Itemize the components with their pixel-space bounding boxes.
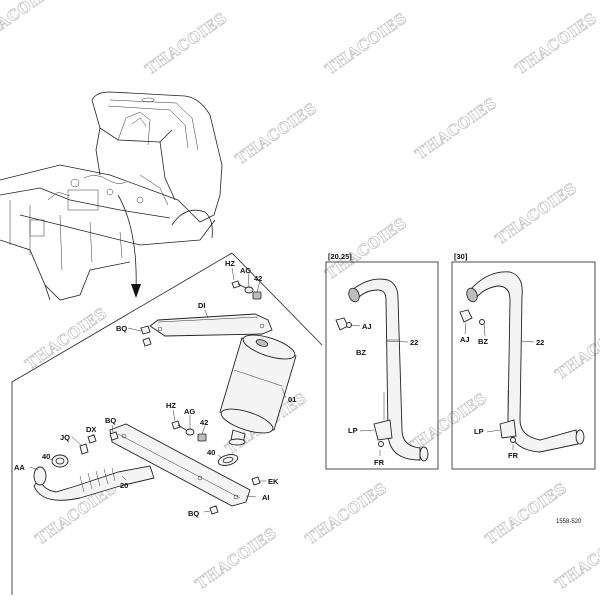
- gasket-40-right: [217, 454, 239, 466]
- callout-ag: AG: [184, 407, 195, 416]
- callout-42: 42: [254, 274, 262, 283]
- callout-bz: BZ: [478, 337, 488, 346]
- callout-jq: JQ: [60, 433, 70, 442]
- callout-di: DI: [198, 301, 206, 310]
- callout-01: 01: [288, 395, 296, 404]
- callout-bz: BZ: [356, 348, 366, 357]
- watermark: THACOIES: [322, 9, 410, 78]
- watermark: THACOIES: [512, 9, 600, 78]
- watermark: THACOIES: [412, 94, 500, 163]
- bolt-ek: [251, 476, 266, 486]
- bolt-bq-middle: [109, 424, 119, 441]
- top-fasteners: [231, 267, 262, 300]
- callout-22: 22: [410, 338, 418, 347]
- bolt-bq-upper: [127, 325, 152, 347]
- callout-lp: LP: [348, 426, 358, 435]
- callout-bq: BQ: [105, 416, 116, 425]
- callout-bq: BQ: [116, 324, 127, 333]
- vehicle-chassis-illustration: [0, 91, 223, 301]
- tailpipe-22-variant-b: [459, 271, 585, 453]
- callout-aa: AA: [14, 463, 25, 472]
- variant-a-title: [20.25]: [328, 252, 352, 261]
- callout-42: 42: [200, 418, 208, 427]
- callout-aj: AJ: [362, 322, 372, 331]
- muffler-01: [219, 334, 297, 446]
- callout-40: 40: [42, 452, 50, 461]
- callout-ai: AI: [262, 493, 270, 502]
- watermark: THACOIES: [552, 314, 600, 383]
- watermark: THACOIES: [232, 99, 320, 168]
- callout-aj: AJ: [460, 335, 470, 344]
- callout-hz: HZ: [166, 401, 176, 410]
- callout-hz: HZ: [225, 259, 235, 268]
- support-bracket-ai: [109, 423, 257, 507]
- watermark: THACOIES: [492, 179, 580, 248]
- tailpipe-22-variant-a: [335, 278, 429, 462]
- watermark: THACOIES: [552, 524, 600, 593]
- main-panel-outline: [231, 252, 323, 346]
- callout-ag: AG: [240, 266, 251, 275]
- callout-ek: EK: [268, 477, 279, 486]
- callout-fr: FR: [374, 458, 385, 467]
- callout-bq: BQ: [188, 509, 199, 518]
- bolt-bq-lower: [203, 505, 219, 515]
- leader-line: [29, 466, 39, 471]
- watermark: THACOIES: [22, 304, 110, 373]
- watermark: THACOIES: [192, 524, 280, 593]
- mounting-bracket-di: [149, 309, 273, 337]
- clamp-dx-jq: [71, 433, 97, 455]
- watermark: THACOIES: [302, 479, 390, 548]
- callout-22: 22: [536, 338, 544, 347]
- variant-b-panel: [451, 261, 596, 470]
- gasket-40-left: [49, 454, 69, 468]
- flex-pipe-20: [33, 465, 155, 501]
- callout-dx: DX: [86, 425, 96, 434]
- callout-40: 40: [207, 448, 215, 457]
- callout-20: 20: [120, 481, 128, 490]
- variant-b-title: [30]: [454, 252, 468, 261]
- watermark: THACOIES: [142, 9, 230, 78]
- main-panel-outline: [11, 252, 233, 595]
- figure-code: 1558-520: [556, 519, 582, 525]
- middle-fasteners: [171, 409, 207, 442]
- variant-a-panel: [325, 261, 439, 470]
- callout-fr: FR: [508, 451, 519, 460]
- watermark: THACOIES: [0, 0, 60, 48]
- arrow-down-icon: [131, 284, 141, 298]
- watermark: THACOIES: [322, 214, 410, 283]
- watermark: THACOIES: [482, 479, 570, 548]
- callout-lp: LP: [474, 427, 484, 436]
